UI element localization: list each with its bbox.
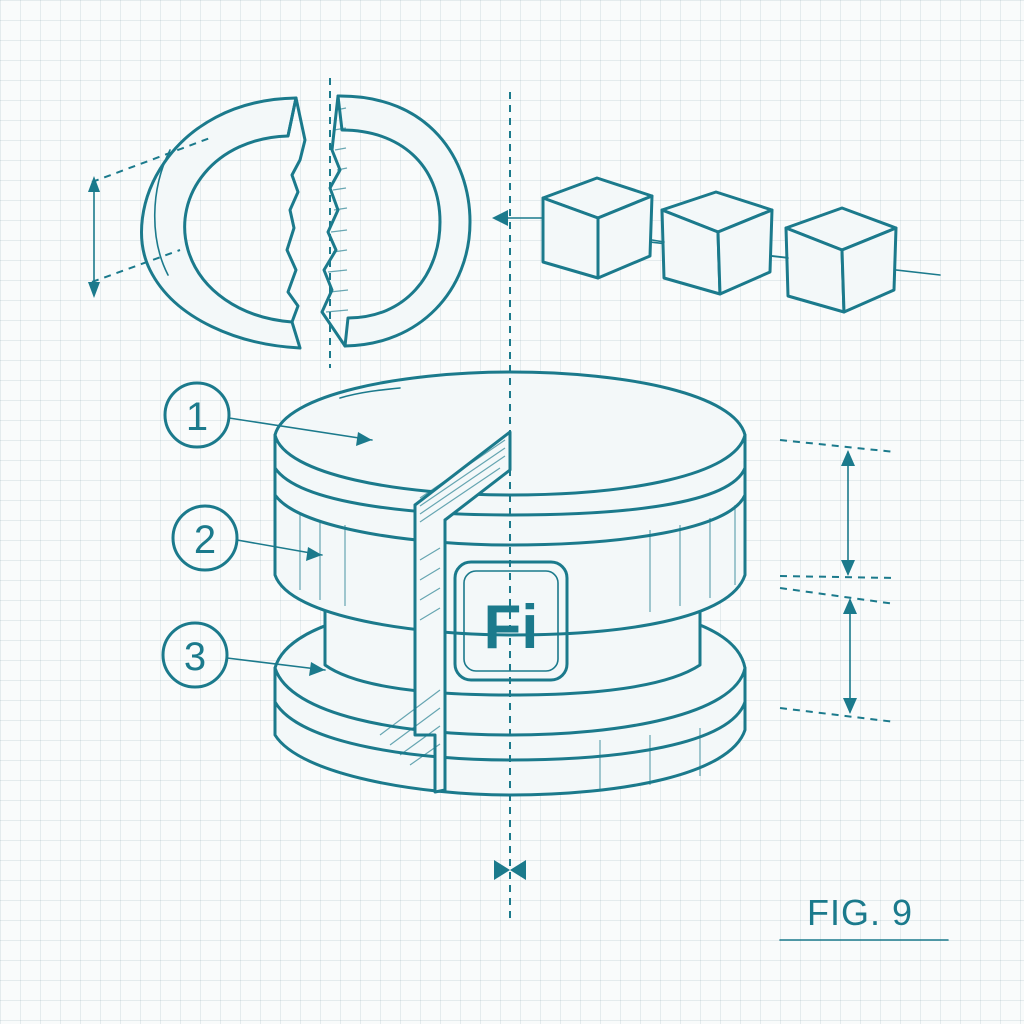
callout-3: 3 xyxy=(161,621,326,689)
center-mark xyxy=(494,860,526,880)
split-ring-right-half xyxy=(320,94,472,348)
ring-dimension xyxy=(88,137,211,298)
cube-chain xyxy=(541,176,941,314)
callout-1: 1 xyxy=(163,381,373,449)
callout-2: 2 xyxy=(171,504,323,572)
height-dimension-lower xyxy=(779,587,896,723)
split-ring-left-half xyxy=(140,96,307,350)
cube-3 xyxy=(784,206,898,314)
callout-2-label: 2 xyxy=(194,518,216,562)
cube-2 xyxy=(660,190,774,296)
cube-1 xyxy=(541,176,654,280)
figure-label: FIG. 9 xyxy=(779,892,949,941)
height-dimension-upper xyxy=(779,439,896,579)
callout-1-label: 1 xyxy=(186,395,208,439)
arrow-to-ring xyxy=(492,210,547,226)
figure-label-text: FIG. 9 xyxy=(807,892,913,933)
callout-3-label: 3 xyxy=(184,635,206,679)
